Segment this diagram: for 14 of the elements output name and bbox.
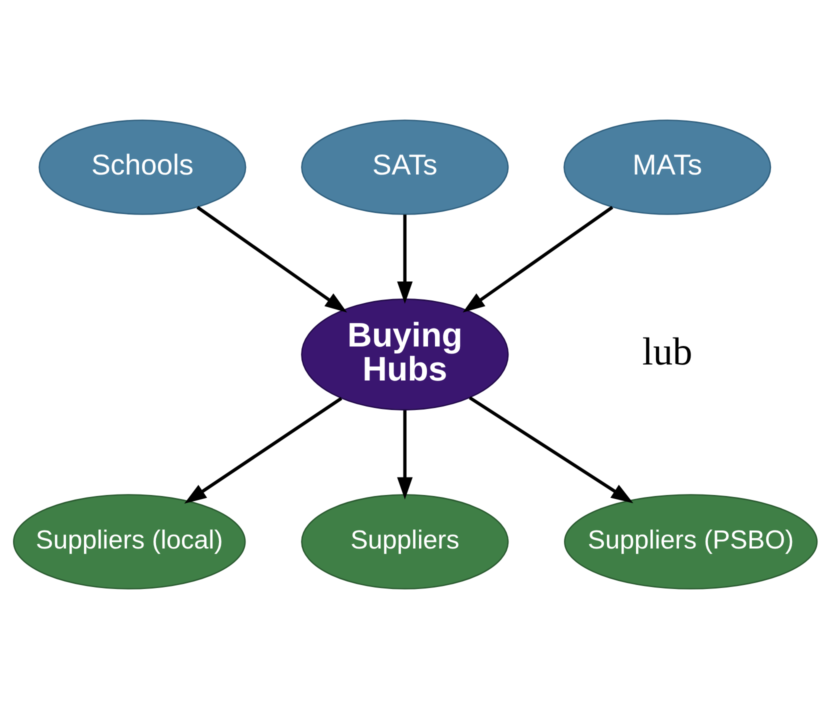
label: lub xyxy=(642,330,692,374)
arrow xyxy=(397,410,413,500)
arrow xyxy=(397,214,413,304)
arrow xyxy=(462,206,614,313)
node-ellipse: MATs xyxy=(564,120,772,215)
node-ellipse: Suppliers xyxy=(301,494,509,590)
node-ellipse: Suppliers (local) xyxy=(13,494,246,590)
arrow xyxy=(184,397,342,504)
arrow xyxy=(468,396,634,504)
node-ellipse: Schools xyxy=(38,120,246,215)
node-ellipse: Suppliers (PSBO) xyxy=(564,494,818,590)
arrow xyxy=(196,206,348,313)
node-ellipse: Buying Hubs xyxy=(301,298,509,410)
node-ellipse: SATs xyxy=(301,120,509,215)
